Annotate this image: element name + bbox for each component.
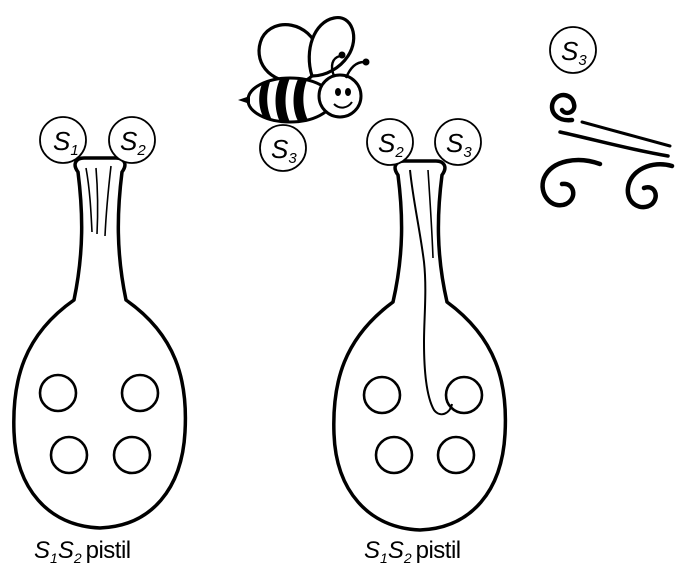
ovule — [438, 437, 474, 473]
ovule — [376, 437, 412, 473]
left-style-canal-line — [96, 168, 98, 234]
wind-pollen-grain-s3: S3 — [550, 27, 596, 73]
ovule — [446, 377, 482, 413]
ovule — [51, 437, 87, 473]
bee-icon — [238, 18, 370, 122]
left-pistil-outline — [14, 158, 186, 528]
bee-pollen-grain-s3: S3 — [260, 125, 306, 171]
right-pistil-outline — [334, 161, 506, 530]
ovule — [40, 375, 76, 411]
ovule — [122, 375, 158, 411]
bee-head — [319, 75, 361, 117]
pollen-grain-s2: S2 — [109, 117, 155, 163]
pollen-grain-s2: S2 — [367, 119, 413, 165]
left-style-canal-line — [86, 168, 92, 232]
ovule — [114, 437, 150, 473]
left-style-canal-line — [105, 166, 111, 236]
ovule — [364, 377, 400, 413]
wind-icon — [543, 95, 672, 207]
pollen-grain-s1: S1 — [40, 117, 86, 163]
right-style-canal-line — [428, 170, 433, 258]
pollen-grain-s3: S3 — [435, 119, 481, 165]
